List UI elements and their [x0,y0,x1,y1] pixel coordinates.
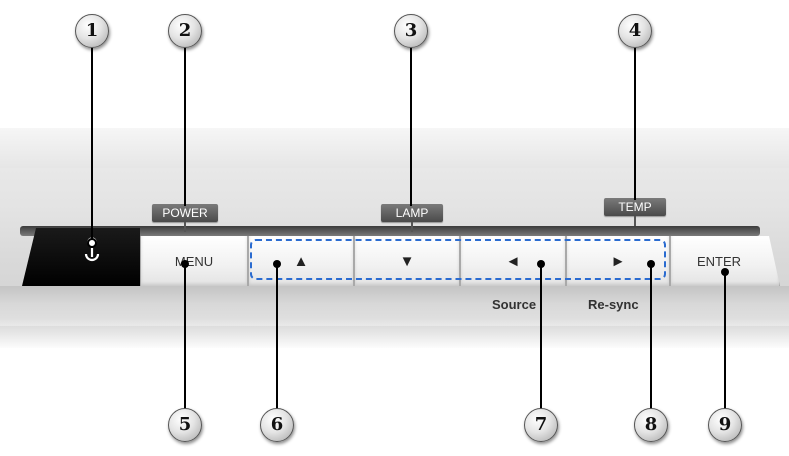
right-arrow-icon: ► [610,252,626,270]
callout-7-dot [537,260,545,268]
down-button[interactable]: ▼ [354,236,460,286]
callout-4-line [634,48,636,200]
callout-7: 7 [524,408,558,442]
up-arrow-icon: ▲ [293,252,309,270]
power-icon [84,237,100,262]
menu-button[interactable]: MENU [140,236,248,286]
resync-label: Re-sync [588,297,639,312]
callout-2-line [184,48,186,206]
power-button[interactable] [22,228,140,286]
callout-2: 2 [168,14,202,48]
panel-top-surface [0,128,789,168]
callout-1-line [91,48,93,244]
temp-indicator-stem [634,216,636,226]
callout-9-dot [721,268,729,276]
callout-7-line [540,264,542,410]
down-arrow-icon: ▼ [399,252,415,270]
callout-6-line [276,264,278,410]
callout-3: 3 [394,14,428,48]
left-arrow-icon: ◄ [505,252,521,270]
callout-9: 9 [708,408,742,442]
enter-button[interactable]: ENTER [670,236,780,286]
callout-5-dot [181,260,189,268]
lamp-indicator-stem [411,222,413,232]
temp-indicator-label: TEMP [604,198,666,216]
callout-6: 6 [260,408,294,442]
callout-6-dot [273,260,281,268]
callout-5-line [184,264,186,410]
callout-5: 5 [168,408,202,442]
power-indicator-label: POWER [152,204,218,222]
callout-4: 4 [618,14,652,48]
panel-fade [0,318,789,350]
up-button[interactable]: ▲ [248,236,354,286]
lamp-indicator-label: LAMP [381,204,443,222]
callout-8: 8 [634,408,668,442]
callout-3-line [410,48,412,206]
power-indicator-stem [184,222,186,232]
left-button[interactable]: ◄ [460,236,566,286]
callout-8-dot [647,260,655,268]
callout-9-line [724,272,726,410]
panel-groove [20,226,760,236]
source-label: Source [492,297,537,312]
callout-8-line [650,264,652,410]
callout-1: 1 [75,14,109,48]
enter-button-label: ENTER [697,253,742,269]
callout-1-dot [87,238,97,248]
